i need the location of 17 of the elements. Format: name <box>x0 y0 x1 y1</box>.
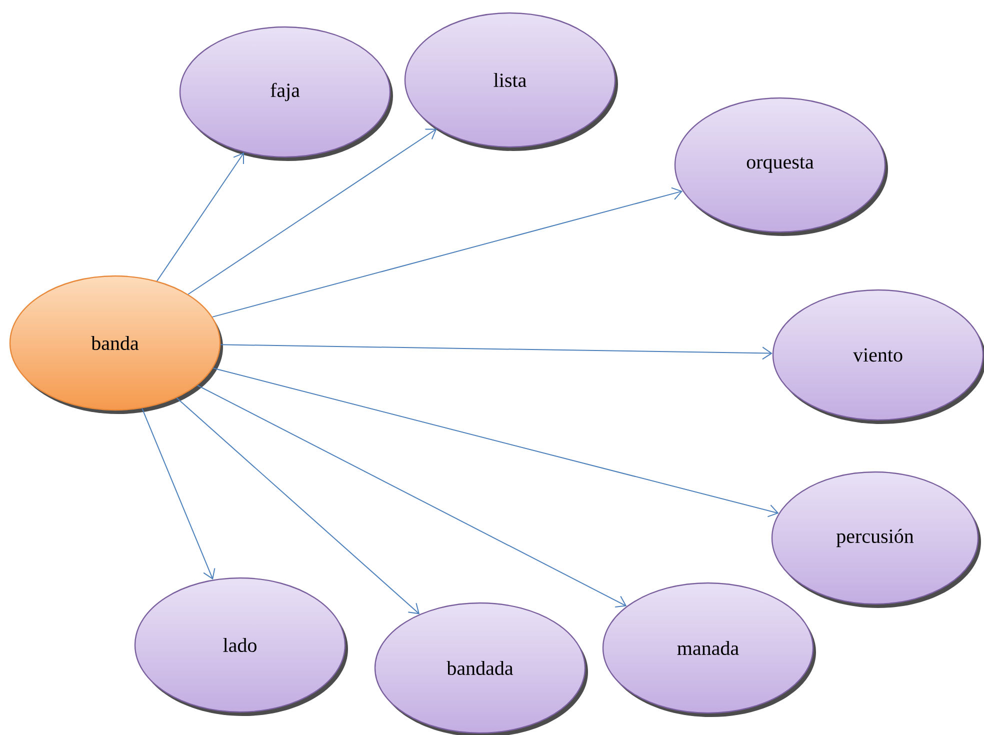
arrow <box>220 344 772 360</box>
ellipse-node: lado <box>134 577 348 716</box>
ellipse-node: percusión <box>771 471 981 608</box>
arrow <box>196 384 627 608</box>
arrow <box>188 128 437 295</box>
ellipse-node: orquesta <box>674 97 888 236</box>
arrow <box>212 368 779 518</box>
ellipse-node: banda <box>9 275 223 414</box>
ellipse-node: viento <box>772 289 984 424</box>
ellipse-node: manada <box>602 582 816 717</box>
arrow <box>212 187 683 318</box>
arrow <box>142 408 216 580</box>
arrow <box>176 397 420 614</box>
arrow <box>156 152 244 282</box>
ellipse-node: bandada <box>374 602 588 735</box>
ellipse-node: lista <box>404 12 618 151</box>
ellipse-node: faja <box>179 26 393 161</box>
